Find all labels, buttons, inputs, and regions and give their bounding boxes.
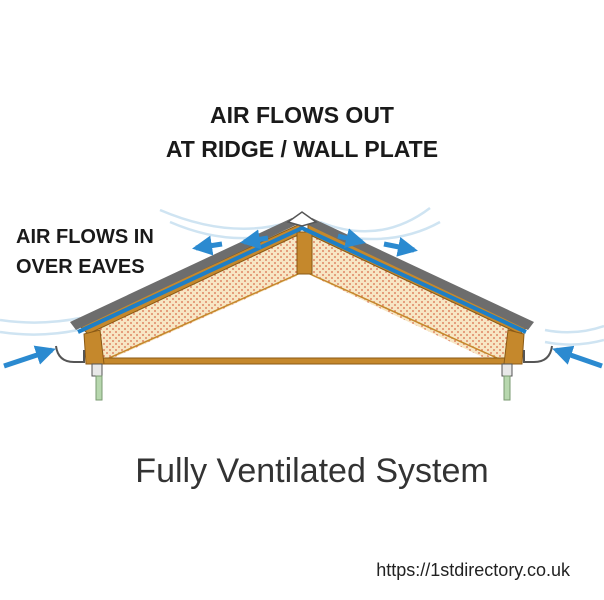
wall-right	[503, 375, 511, 401]
arrow-out-right-2	[383, 237, 418, 257]
eaves-right	[501, 329, 553, 401]
ridge-board	[296, 231, 313, 275]
ridge-label-line1: AIR FLOWS OUT	[210, 102, 394, 128]
arrow-out-left-2	[192, 235, 223, 256]
gutter-right	[523, 345, 553, 363]
arrow-out-left-1	[240, 229, 269, 250]
breathable-membrane	[77, 225, 527, 334]
arrow-in-left	[3, 345, 56, 369]
arrow-out-right-1	[337, 228, 366, 248]
airflow-arrows	[3, 228, 603, 369]
fascia-left	[83, 329, 105, 365]
wall-plate-right	[501, 363, 513, 377]
ridge-cap	[286, 211, 318, 227]
fascia-right	[503, 329, 525, 365]
eaves-left	[55, 329, 105, 401]
eaves-label-line1: AIR FLOWS IN	[16, 226, 154, 248]
ceiling-joist	[95, 357, 513, 365]
ridge-label-line2: AT RIDGE / WALL PLATE	[165, 136, 439, 162]
arrow-in-right	[552, 345, 603, 369]
source-url: https://1stdirectory.co.uk	[376, 560, 570, 580]
gutter-left	[55, 345, 85, 363]
eaves-airflow-label: AIR FLOWS IN OVER EAVES	[16, 222, 154, 282]
eaves-label-line2: OVER EAVES	[16, 256, 145, 278]
wall-plate-left	[91, 363, 103, 377]
wall-left	[95, 375, 103, 401]
ridge-airflow-label: AIR FLOWS OUT AT RIDGE / WALL PLATE	[0, 98, 604, 166]
diagram-caption: Fully Ventilated System	[135, 452, 489, 490]
